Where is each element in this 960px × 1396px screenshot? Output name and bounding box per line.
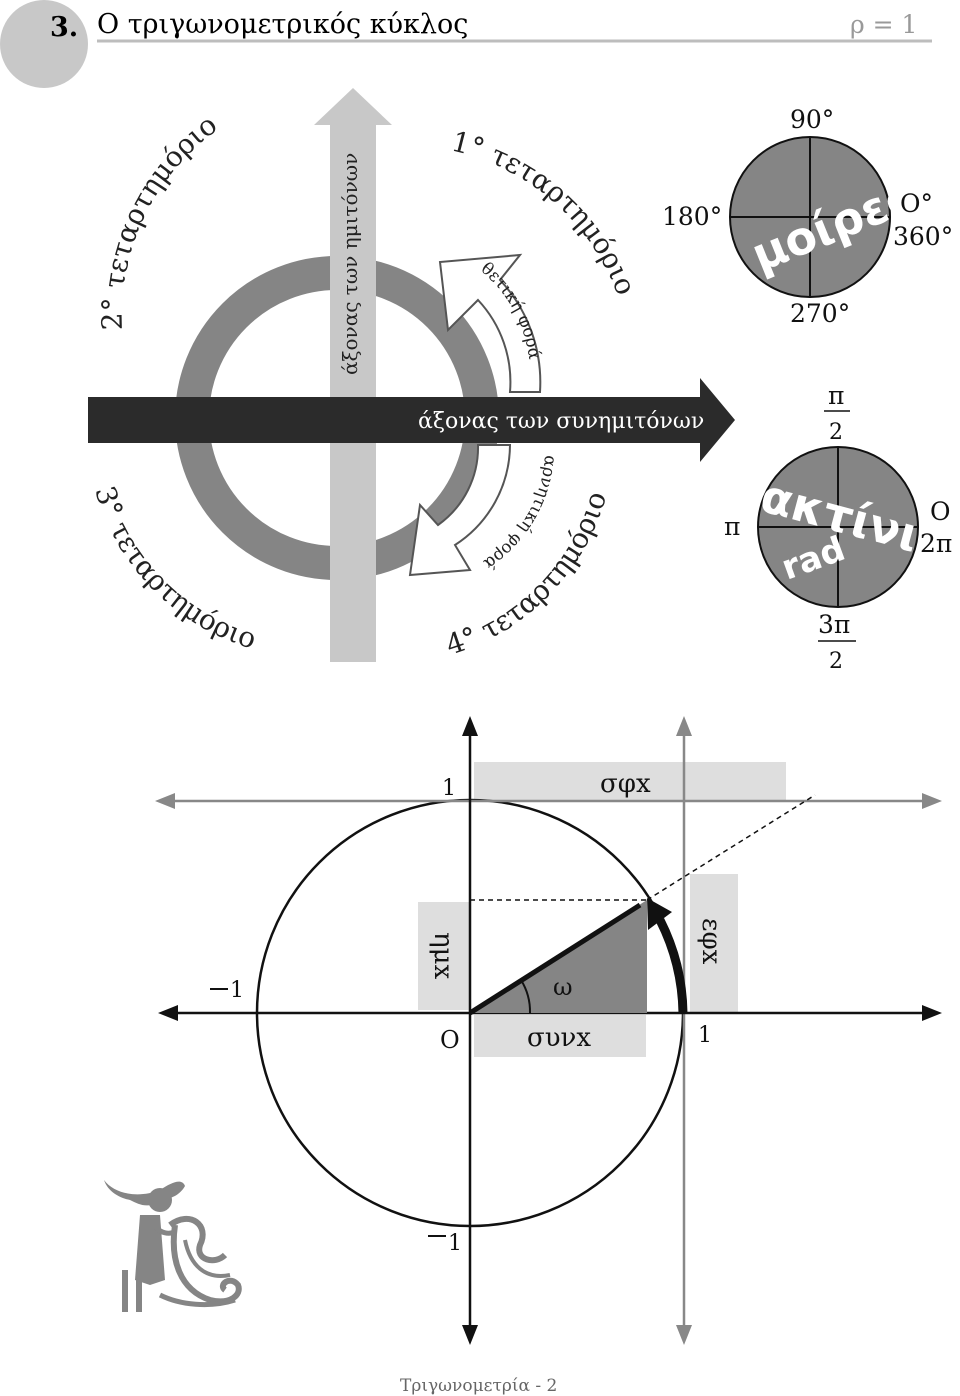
cot-box (474, 762, 786, 802)
y-minus-one-label: 1 (448, 1231, 462, 1256)
sine-axis-label: άξονας των ημιτόνων (338, 153, 362, 375)
header-bubble (0, 0, 88, 88)
y-one-label: 1 (442, 776, 456, 801)
tan-label: εφx (696, 918, 726, 965)
page-title: Ο τριγωνομετρικός κύκλος (97, 9, 468, 40)
deg-90-label: 90° (790, 105, 834, 134)
section-number: 3. (50, 12, 78, 43)
x-axis-right-head (922, 1005, 942, 1021)
sin-box (418, 902, 470, 1010)
cos-label: συνx (527, 1023, 591, 1053)
degrees-circle: μοίρες 90° 180° 270° O° 360° (662, 105, 953, 328)
pi-label: π (724, 512, 740, 541)
angle-arc-arrowhead (647, 898, 672, 930)
angle-label: ω (553, 973, 573, 1001)
y-axis-bottom-head (462, 1325, 478, 1345)
radius-ray (468, 902, 642, 1016)
cot-axis-right-head (922, 793, 942, 809)
sine-axis-arrow (314, 88, 392, 662)
negative-direction-arrow (408, 444, 512, 577)
cot-label: σφx (600, 769, 651, 799)
x-one-label: 1 (698, 1023, 712, 1048)
three-pi-half-denominator: 2 (829, 649, 843, 674)
origin-label: O (440, 1026, 460, 1054)
ray-extension (646, 794, 816, 901)
header: 3. Ο τριγωνομετρικός κύκλος ρ = 1 (0, 0, 932, 88)
cosine-axis-label: άξονας των συνημιτόνων (418, 409, 704, 434)
deg-0-label: O° (900, 189, 933, 218)
tan-axis-bottom-head (676, 1325, 692, 1345)
cos-box (474, 1015, 646, 1057)
radius-label: ρ = 1 (850, 10, 917, 39)
tan-box (690, 874, 738, 1012)
quadrant-diagram: άξονας των ημιτόνων άξονας των συνημιτόν… (88, 88, 735, 662)
sin-label: ημx (428, 932, 458, 979)
unit-circle-diagram: 1 σφx 1 ημx εφx ω O συνx 1 1 (155, 716, 942, 1345)
page-footer: Τριγωνομετρία - 2 (400, 1376, 557, 1396)
quadrant-2-label: 2° τεταρτημόριο (95, 108, 223, 331)
pi-half-denominator: 2 (829, 420, 843, 445)
cosine-axis-arrow (88, 378, 735, 462)
radians-circle: ακτίνια rad π 2 π O 2π 3π 2 (724, 381, 955, 674)
two-pi-label: 2π (920, 529, 952, 558)
tan-axis-top-head (676, 716, 692, 736)
cot-axis-left-head (155, 793, 175, 809)
y-axis-top-head (462, 716, 478, 736)
quadrant-2-text: 2° τεταρτημόριο (95, 108, 223, 331)
three-pi-half-numerator: 3π (818, 610, 850, 639)
x-axis-left-head (158, 1005, 178, 1021)
scroll-figure-icon (104, 1180, 242, 1312)
deg-180-label: 180° (662, 202, 722, 231)
positive-direction-arrow (438, 253, 542, 393)
angle-arc-bold (655, 917, 688, 1014)
x-minus-one-label: 1 (230, 978, 244, 1003)
pi-half-numerator: π (828, 381, 844, 410)
deg-270-label: 270° (790, 299, 850, 328)
deg-360-label: 360° (893, 222, 953, 251)
rad-zero-label: O (930, 497, 951, 526)
